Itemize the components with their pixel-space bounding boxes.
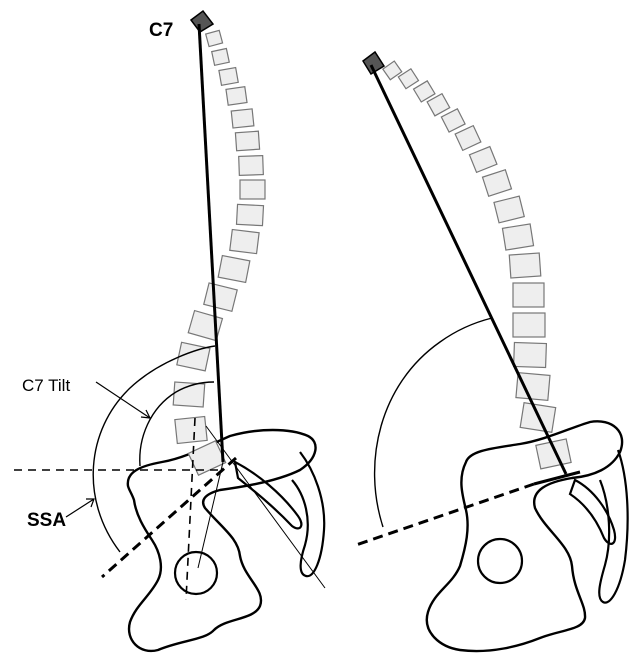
vertebra (226, 87, 247, 105)
vertebra (469, 147, 497, 173)
right-vertebrae (383, 61, 571, 469)
left-thin-line-2 (206, 426, 325, 588)
vertebra (236, 204, 263, 225)
vertebra (441, 109, 465, 132)
c7-tilt-arrow (96, 382, 150, 418)
right-figure (356, 52, 628, 651)
left-femoral-head (175, 552, 217, 594)
vertebra (240, 180, 265, 199)
right-femoral-head (478, 539, 522, 583)
right-angle-arc (375, 318, 492, 527)
vertebra (513, 313, 545, 337)
vertebra (502, 224, 533, 250)
vertebra (514, 342, 547, 367)
vertebra (536, 439, 571, 469)
vertebra (231, 109, 254, 128)
vertebra (235, 131, 259, 151)
left-figure (14, 11, 325, 651)
vertebra (494, 196, 524, 223)
left-ilium-wing (235, 462, 301, 528)
ssa-label: SSA (27, 510, 66, 532)
vertebra (218, 256, 250, 283)
vertebra (175, 416, 207, 443)
left-thin-line-1 (198, 462, 223, 568)
right-pelvis (427, 421, 622, 651)
left-c7-marker (191, 11, 213, 32)
ssa-arrow (66, 499, 94, 517)
right-sacral-slope-line (356, 484, 534, 545)
left-vertical-dashed (186, 418, 195, 600)
c7-label: C7 (149, 20, 173, 42)
vertebra (509, 253, 541, 278)
vertebra (177, 342, 210, 371)
c7-tilt-label: C7 Tilt (22, 376, 70, 396)
left-sacral-slope-line (102, 458, 236, 577)
vertebra (239, 156, 264, 176)
vertebra (482, 170, 511, 196)
vertebra (230, 229, 259, 253)
vertebra (455, 126, 481, 151)
vertebra (204, 283, 237, 311)
vertebra (513, 283, 544, 307)
vertebra (219, 68, 238, 86)
vertebra (212, 48, 230, 65)
vertebra (206, 30, 223, 46)
